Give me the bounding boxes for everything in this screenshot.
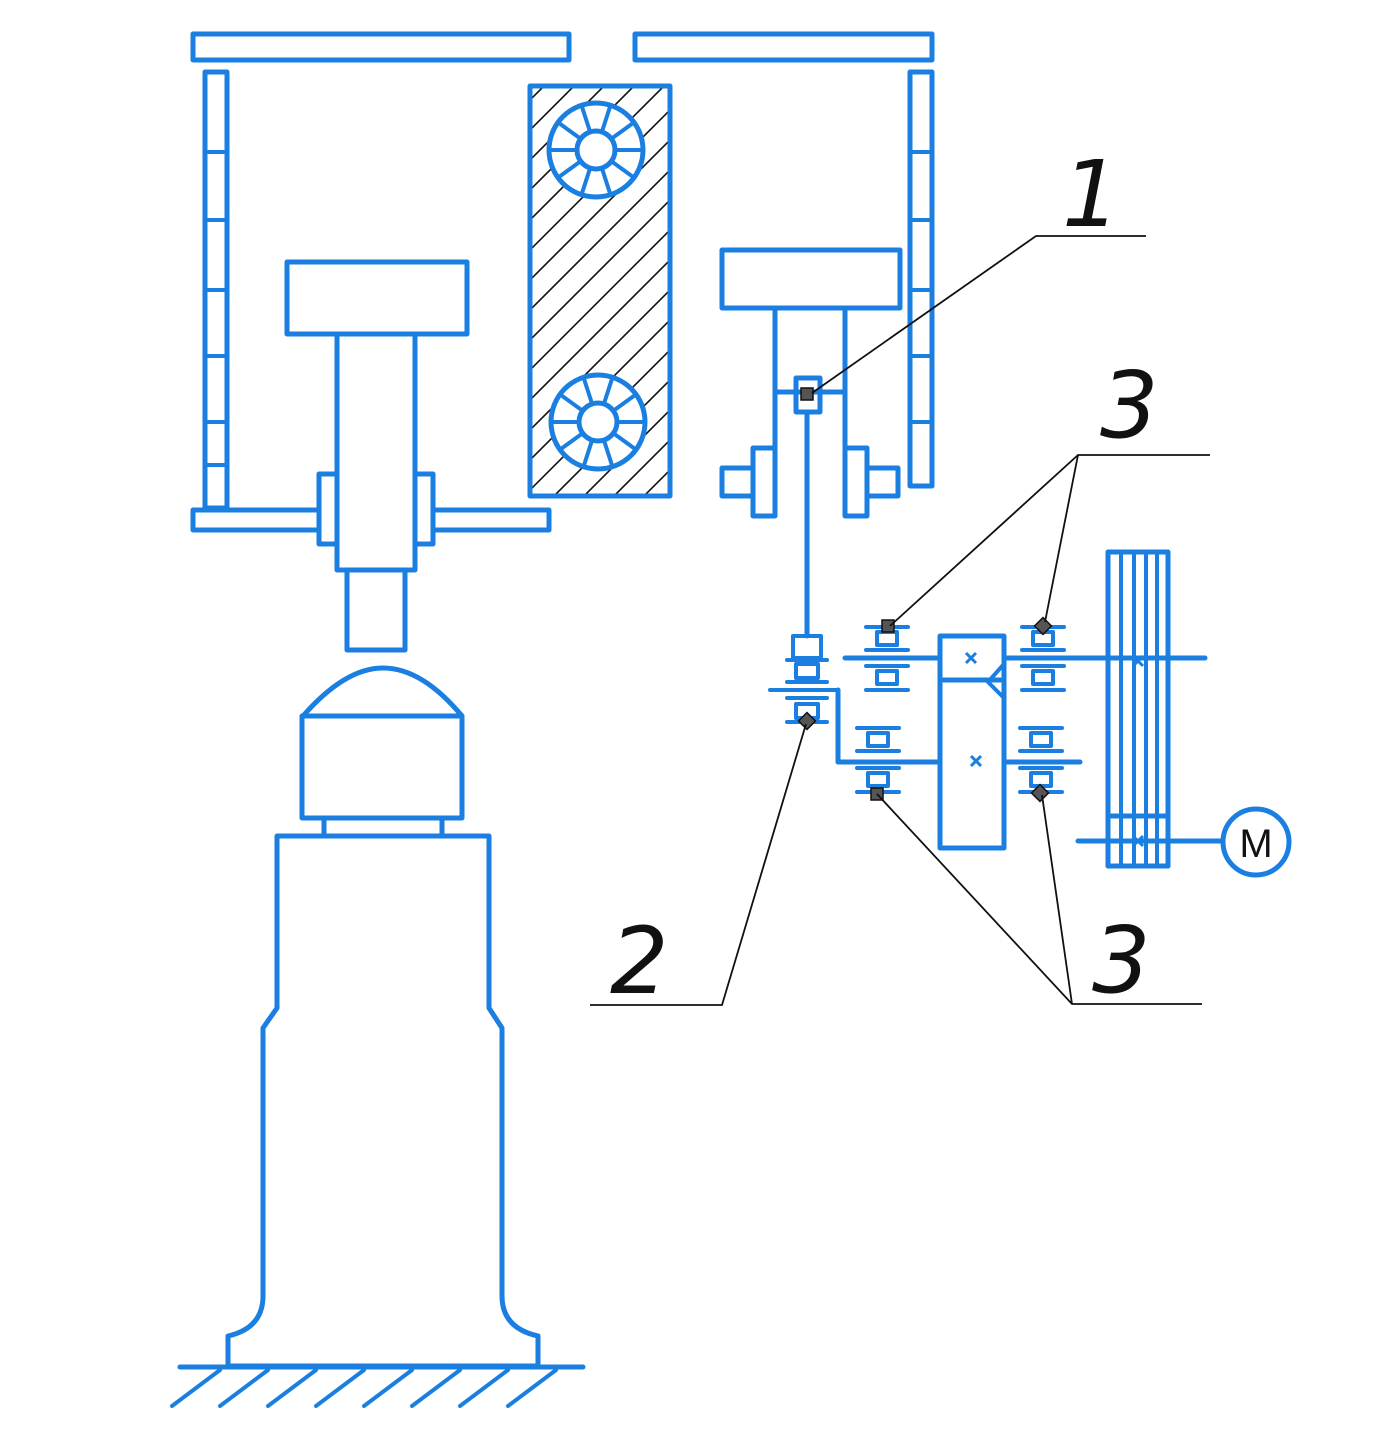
left-spindle-tip [344,567,408,653]
gearbox [937,633,1007,851]
leader-lines [590,235,1210,1006]
bearing-upper-left [864,625,910,692]
electric-motor: M [1220,806,1292,878]
sensor-2 [797,711,817,731]
callout-2: 2 [610,908,669,1015]
bottle-body [225,833,541,1369]
callout-3-bottom: 3 [1092,907,1151,1014]
belt-pulley [1105,549,1171,869]
right-spindle [719,247,903,639]
left-spindle-head [284,259,470,337]
top-frame [190,31,935,63]
gear-mark-upper [964,651,978,665]
sensor-1 [800,387,814,401]
bottle-dome [300,665,465,719]
left-spindle-body [334,331,418,573]
bottle-cap [299,713,465,821]
sensor-3d [1030,783,1050,803]
leader-2 [590,723,807,1006]
left-bearing-stack [768,634,841,765]
leader-3-top [889,454,1210,627]
bearing-lower-left [855,726,901,794]
sensor-3a [881,619,895,633]
right-guide-column [907,69,935,489]
callout-1: 1 [1062,141,1121,248]
lower-roller [548,372,648,472]
leader-3-bottom [876,793,1202,1005]
leader-1 [811,235,1146,394]
sensor-3b [1033,616,1053,636]
left-guide-column [202,69,230,511]
upper-roller [546,100,646,200]
motor-label: M [1239,822,1272,866]
grinding-block [527,83,673,499]
transmission [768,549,1225,869]
right-spindle-head [719,247,903,311]
left-spindle [190,259,552,653]
callout-numbers: 1 2 3 3 [610,141,1159,1015]
motor-circle [1220,806,1292,878]
top-plate-left [190,31,572,63]
block-hatching [530,86,670,496]
gear-mark-lower [969,754,983,768]
workpiece-bottle [225,665,541,1369]
callout-3-top: 3 [1100,352,1159,459]
ground-base [170,1364,586,1408]
top-plate-right [632,31,935,63]
